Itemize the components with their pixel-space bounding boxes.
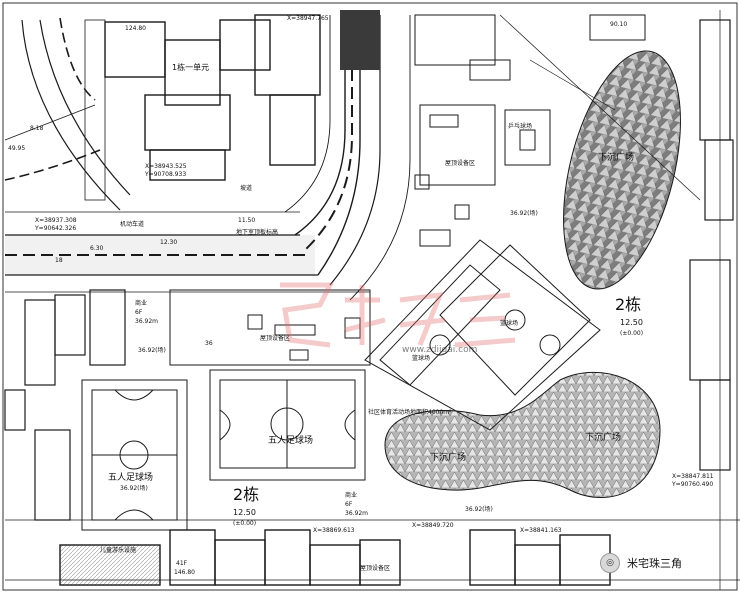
- label-dim-818: 8.18: [30, 125, 44, 132]
- five-a-side-field-center: [209, 369, 366, 481]
- label-coord-x-7: X=38947.765: [287, 15, 329, 22]
- left-buildings: [4, 289, 126, 521]
- label-basketball-1: 篮球场: [412, 354, 430, 362]
- wechat-icon: ◎: [600, 553, 620, 573]
- label-elev-12-30: 12.30: [160, 239, 177, 246]
- label-elev-2-bottom-sub: (±0.00): [233, 520, 256, 527]
- label-sunken-plaza-bottom: 下沉广场: [585, 431, 621, 443]
- label-ramp: 坡道: [240, 184, 252, 192]
- label-coord-x-4: X=38869.613: [313, 527, 355, 534]
- building-1-unit: [84, 14, 321, 201]
- label-garage-ramp: 地下室顶板标高: [236, 228, 278, 236]
- main-road: [5, 211, 370, 293]
- label-elev-2-right: 12.50: [620, 318, 643, 327]
- label-building-2-right: 2栋: [615, 295, 641, 314]
- label-elev-36-92-left: 36.92(场): [138, 346, 166, 354]
- label-five-a-side-left: 五人足球场: [108, 471, 153, 483]
- left-curved-road: [4, 17, 131, 211]
- watermark-url: www.zdiigai.com: [402, 345, 477, 355]
- label-commercial-bottom: 商业: [345, 491, 357, 499]
- label-sunken-plaza-top: 下沉广场: [598, 151, 634, 163]
- label-elev-left-field: 36.92(场): [120, 484, 148, 492]
- label-building-1-unit: 1栋一单元: [172, 62, 209, 72]
- label-building-2-bottom: 2栋: [233, 485, 259, 504]
- building-top-right: [414, 14, 646, 81]
- pingpong-court: [504, 109, 551, 166]
- label-elev-36-92-top: 36.92(场): [510, 209, 538, 217]
- label-dim-6-30: 6.30: [90, 245, 104, 252]
- label-coord-y-1: Y=90642.326: [34, 225, 76, 232]
- label-dim-90: 90.10: [610, 21, 627, 28]
- label-commercial-left: 商业: [135, 299, 147, 307]
- label-five-a-side-center: 五人足球场: [268, 434, 313, 446]
- label-dim-36: 36: [205, 340, 213, 347]
- label-roof-equipment-bottom: 屋顶设备区: [360, 564, 390, 572]
- label-dim-18: 18: [55, 257, 63, 264]
- label-coord-x-3: X=38847.811: [672, 473, 714, 480]
- label-basketball-2: 篮球场: [500, 319, 518, 327]
- label-parking: 机动车道: [120, 220, 144, 228]
- label-elev-36-92-bottom: 36.92(场): [465, 505, 493, 513]
- label-dim-49-95: 49.95: [8, 145, 25, 152]
- label-coord-y-2: Y=90708.933: [144, 171, 186, 178]
- dark-strip: [340, 10, 380, 70]
- boundary-lines: [5, 10, 740, 590]
- label-elev-2-bottom: 12.50: [233, 508, 256, 517]
- sunken-plaza-peanut: [384, 371, 661, 498]
- label-coord-x-1: X=38937.308: [35, 217, 77, 224]
- sports-platform: [364, 239, 601, 431]
- label-pingpong: 乒乓球场: [508, 122, 532, 130]
- label-commercial-bottom-floor: 6F: [345, 501, 353, 508]
- label-commercial-bottom-elev: 36.92m: [345, 510, 368, 517]
- sunken-plaza-ellipse: [563, 50, 681, 290]
- label-coord-x-5: X=38849.720: [412, 522, 454, 529]
- label-roof-equipment-center: 屋顶设备区: [260, 334, 290, 342]
- label-community-sports-area: 社区体育活动场地面积4000m²: [368, 408, 452, 416]
- label-elev-41f: 41F: [176, 560, 188, 567]
- label-dim-124: 124.80: [125, 25, 146, 32]
- label-coord-y-3: Y=90760.490: [671, 481, 713, 488]
- roof-equipment: [169, 104, 496, 366]
- label-elev-11-50: 11.50: [238, 217, 255, 224]
- label-coord-x-6: X=38841.163: [520, 527, 562, 534]
- curved-road: [284, 15, 411, 301]
- label-childrens-area: 儿童游乐设施: [100, 546, 136, 554]
- watermark: [280, 282, 516, 348]
- logo: ◎ 米宅珠三角: [600, 552, 738, 574]
- label-elev-2-right-sub: (±0.00): [620, 330, 643, 337]
- logo-text: 米宅珠三角: [624, 555, 685, 571]
- label-commercial-left-elev: 36.92m: [135, 318, 158, 325]
- bottom-buildings: [59, 529, 611, 586]
- label-elev-146: 146.80: [174, 569, 195, 576]
- label-commercial-left-floor: 6F: [135, 309, 143, 316]
- label-roof-equipment-top: 屋顶设备区: [445, 159, 475, 167]
- building-right-edge: [689, 19, 734, 471]
- five-a-side-field-left: [81, 379, 188, 531]
- label-coord-x-2: X=38943.525: [145, 163, 187, 170]
- label-sunken-plaza-bottom-2: 下沉广场: [430, 451, 466, 463]
